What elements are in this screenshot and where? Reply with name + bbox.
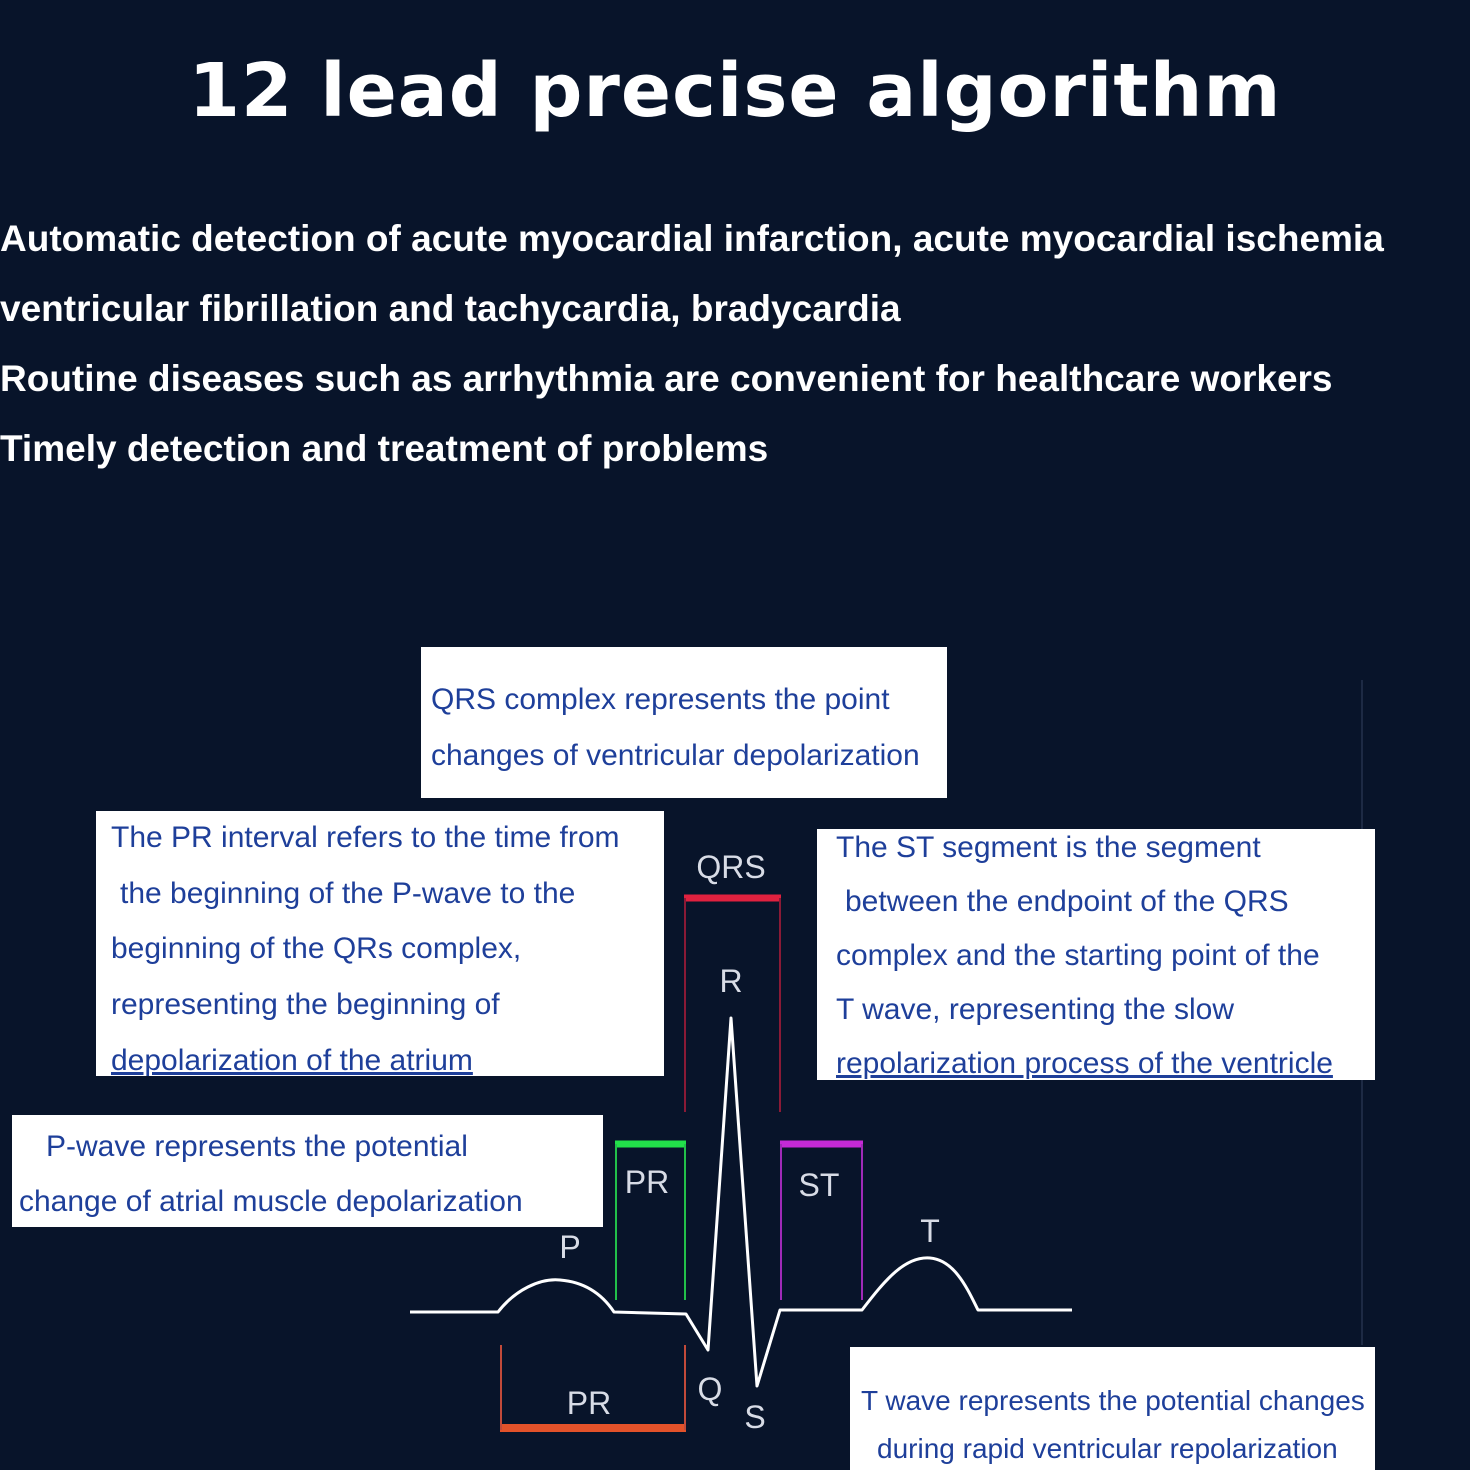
callout-line: depolarization of the atrium: [111, 1044, 473, 1076]
r-label: R: [719, 963, 742, 999]
callout-line: change of atrial muscle depolarization: [19, 1185, 523, 1218]
callout-line: changes of ventricular depolarization: [431, 739, 920, 772]
callout-line: beginning of the QRs complex,: [111, 932, 522, 965]
callout-line: The PR interval refers to the time from: [111, 821, 620, 854]
qrs-label: QRS: [696, 849, 765, 885]
callout-line: between the endpoint of the QRS: [845, 885, 1289, 918]
callout-line: representing the beginning of: [111, 988, 500, 1021]
callout-line: complex and the starting point of the: [836, 939, 1320, 972]
description-line: Routine diseases such as arrhythmia are …: [0, 358, 1333, 399]
ecg-trace: [410, 1016, 1072, 1388]
t-label: T: [920, 1213, 940, 1249]
st-segment-callout: The ST segment is the segment between th…: [817, 829, 1375, 1080]
callout-line: the beginning of the P-wave to the: [120, 877, 576, 910]
q-label: Q: [698, 1371, 723, 1407]
callout-line: during rapid ventricular repolarization: [877, 1433, 1338, 1464]
callout-line: T wave represents the potential changes: [861, 1385, 1365, 1416]
description: Automatic detection of acute myocardial …: [0, 214, 1470, 494]
description-line: Automatic detection of acute myocardial …: [0, 218, 1384, 259]
description-line: Timely detection and treatment of proble…: [0, 428, 769, 469]
callout-line: T wave, representing the slow: [836, 993, 1234, 1026]
qrs-callout: QRS complex represents the point changes…: [421, 647, 947, 798]
description-line: ventricular fibrillation and tachycardia…: [0, 288, 901, 329]
callout-line: QRS complex represents the point: [431, 683, 890, 716]
s-label: S: [744, 1399, 765, 1435]
p-label: P: [559, 1229, 580, 1265]
p-wave-callout: P-wave represents the potential change o…: [12, 1115, 603, 1227]
callout-line: P-wave represents the potential: [46, 1130, 468, 1163]
callout-line: The ST segment is the segment: [836, 831, 1261, 864]
pr-bottom-label: PR: [567, 1385, 611, 1421]
callout-line: repolarization process of the ventricle: [836, 1047, 1333, 1080]
t-wave-callout: T wave represents the potential changes …: [850, 1347, 1375, 1470]
pr-interval-callout: The PR interval refers to the time from …: [96, 811, 664, 1076]
pr-top-label: PR: [625, 1164, 669, 1200]
page-title: 12 lead precise algorithm: [188, 48, 1282, 134]
st-label: ST: [799, 1167, 840, 1203]
